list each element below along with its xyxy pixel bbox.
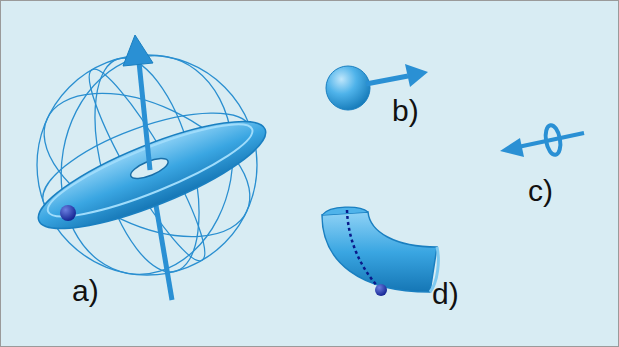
- ring-arrow: [500, 124, 584, 157]
- panel-label: a): [72, 276, 99, 306]
- spin-axis: [139, 62, 150, 170]
- particle-dot: [60, 205, 76, 221]
- arrow-head: [123, 35, 153, 66]
- torus: [28, 101, 277, 248]
- panel-label: c): [528, 176, 553, 206]
- panel-label: b): [392, 96, 419, 126]
- panel-label: d): [432, 279, 459, 309]
- half-torus: [322, 207, 438, 296]
